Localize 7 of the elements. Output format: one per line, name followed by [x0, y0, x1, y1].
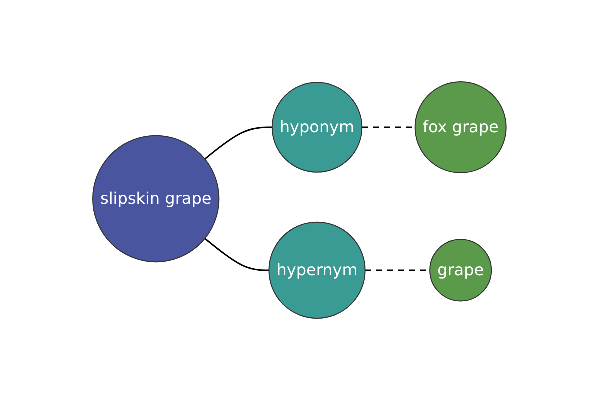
connector: [204, 126, 273, 160]
connector: [204, 238, 270, 271]
node-circle: fox grape: [415, 81, 508, 174]
node-circle: grape: [430, 238, 492, 302]
node-circle: slipskin grape: [92, 135, 220, 262]
node-circle: hypernym: [269, 222, 366, 319]
node-circle: hyponym: [272, 82, 363, 173]
